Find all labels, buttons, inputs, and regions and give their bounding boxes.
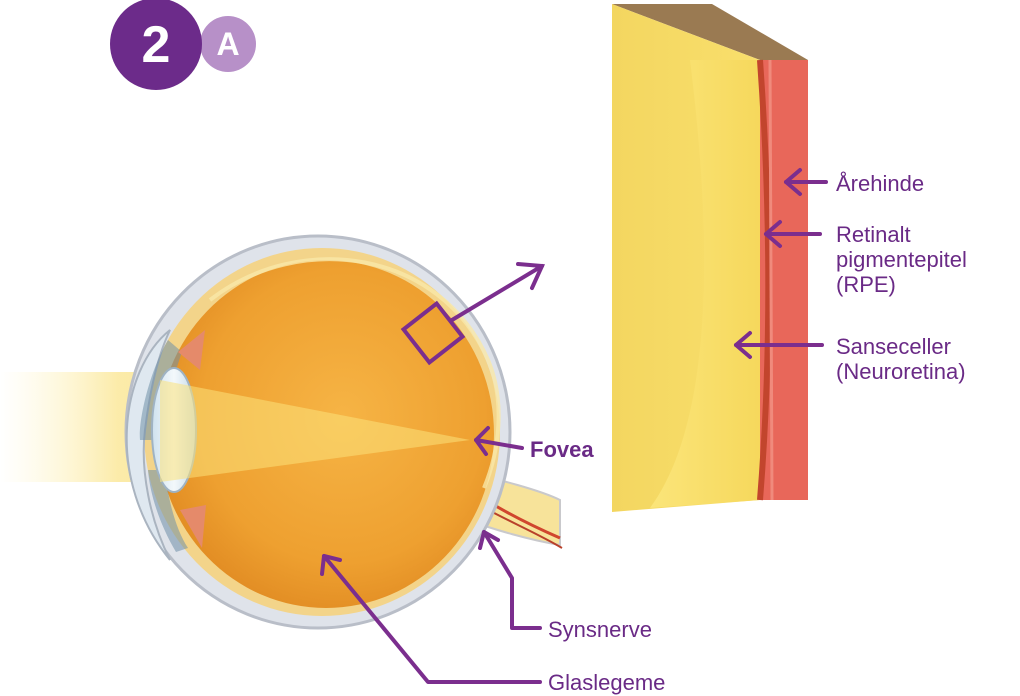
optic-nerve-arrow <box>480 532 540 628</box>
label-rpe-line-2: pigmentepitel <box>836 247 967 272</box>
label-photoreceptors-line-2: (Neuroretina) <box>836 359 966 384</box>
label-photoreceptors: Sanseceller (Neuroretina) <box>836 334 966 384</box>
retina-block <box>612 4 808 512</box>
badge-letter: A <box>216 26 239 62</box>
eyeball <box>126 236 510 628</box>
label-fovea: Fovea <box>530 437 594 462</box>
label-rpe-line-1: Retinalt <box>836 222 967 247</box>
zoom-arrow <box>452 264 542 320</box>
label-rpe: Retinalt pigmentepitel (RPE) <box>836 222 967 297</box>
label-vitreous: Glaslegeme <box>548 670 665 695</box>
section-badge: 2 A <box>110 0 256 90</box>
label-photoreceptors-line-1: Sanseceller <box>836 334 966 359</box>
label-optic-nerve: Synsnerve <box>548 617 652 642</box>
label-choroid: Årehinde <box>836 171 924 196</box>
badge-number: 2 <box>142 16 171 74</box>
label-rpe-line-3: (RPE) <box>836 272 967 297</box>
